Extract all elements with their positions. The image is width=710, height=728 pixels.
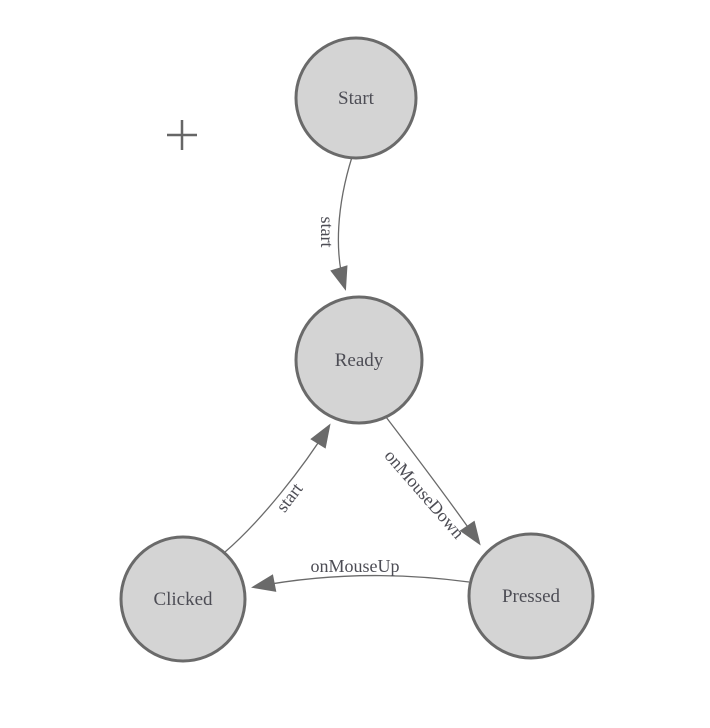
edge-clicked-to-ready[interactable]: start	[224, 423, 331, 553]
plus-crosshair-icon	[167, 120, 197, 150]
state-node-ready[interactable]: Ready	[294, 295, 424, 425]
state-label-pressed: Pressed	[502, 586, 561, 607]
edge-ready-to-pressed[interactable]: onMouseDown	[381, 416, 481, 546]
edge-label-start-2: start	[272, 479, 307, 516]
edge-label-start-1: start	[317, 217, 337, 248]
state-node-clicked[interactable]: Clicked	[119, 535, 247, 663]
state-label-start: Start	[338, 88, 375, 109]
state-node-start[interactable]: Start	[294, 36, 418, 160]
state-label-ready: Ready	[335, 350, 384, 371]
state-node-pressed[interactable]: Pressed	[467, 532, 595, 660]
edge-label-onmouseup: onMouseUp	[311, 556, 400, 576]
state-label-clicked: Clicked	[153, 589, 213, 610]
edge-start-to-ready[interactable]: start	[317, 156, 353, 291]
edge-label-onmousedown: onMouseDown	[381, 446, 469, 543]
edge-pressed-to-clicked[interactable]: onMouseUp	[251, 556, 470, 592]
